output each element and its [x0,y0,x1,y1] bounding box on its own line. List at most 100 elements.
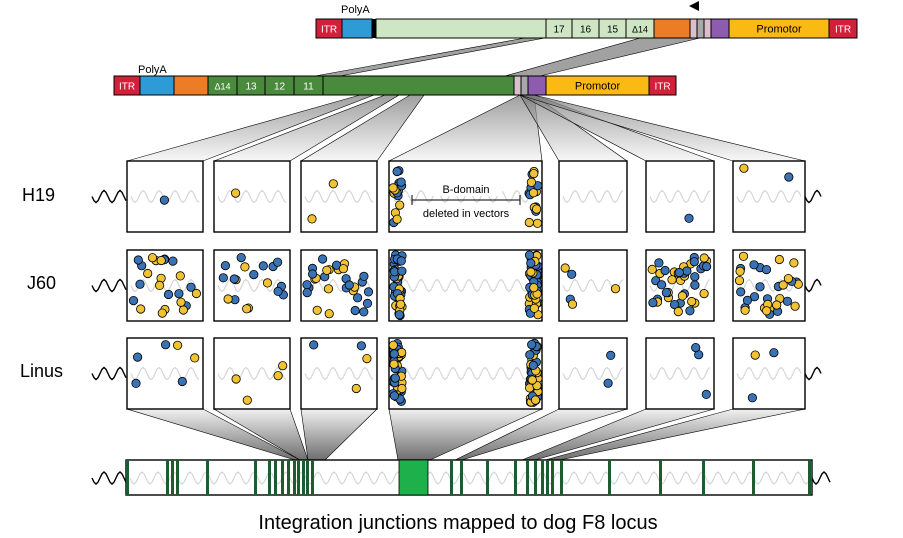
junction-dot [690,272,700,282]
junction-dot [359,271,369,281]
junction-dot [390,373,400,383]
junction-dot [324,309,334,319]
locus-exon [702,460,705,495]
exon-15-top-label: 15 [607,25,619,36]
row-label-h19: H19 [22,185,55,205]
junction-dot [223,294,233,304]
junction-dot [389,391,399,401]
junction-dot [309,340,319,350]
junction-dot [769,348,779,358]
junction-dot [176,297,186,307]
junction-dot [685,306,695,316]
b-domain-label: B-domain [442,184,489,196]
junction-dot [647,264,657,274]
junction-dot [740,305,750,315]
junction-dot [782,296,793,306]
junction-dot [784,172,794,182]
locus-exon [287,460,290,495]
junction-dot [736,287,746,297]
locus-exon [541,460,544,495]
junction-dot [168,256,178,266]
junction-dot [397,383,407,394]
flank-wave-left [91,278,127,293]
intron-wave [304,366,374,381]
junction-dot [157,308,167,318]
vector-to-panel-fans [126,37,806,162]
junction-dot [229,274,239,284]
junction-dot [699,288,709,299]
junction-dot [156,255,166,266]
junction-dot [656,280,667,290]
junction-dot [527,375,537,385]
junction-dot [323,284,334,294]
intron-wave [217,189,287,204]
junction-dot [772,300,782,310]
junction-dot [761,306,772,316]
row-label-j60: J60 [27,273,56,293]
locus-exon [608,460,611,495]
junction-dot [278,361,288,371]
itr-right-bottom-label: ITR [654,82,670,93]
junction-dot [774,254,785,265]
locus-exon [268,460,271,495]
locus-exon [254,460,257,495]
junction-dot [388,183,398,193]
junction-dot [603,378,613,388]
junction-dot [524,217,534,228]
junction-dot [526,267,536,277]
polya-divider-top [372,19,376,38]
panel-to-locus-fans [126,408,806,461]
intron-wave [130,366,200,381]
junction-dot [677,291,688,301]
intron-wave [392,278,538,293]
junction-dot [527,339,537,350]
locus-exon [486,460,489,495]
junction-dot [742,295,753,305]
junction-dot [362,353,372,364]
junction-dot [674,267,684,278]
junction-dot [362,298,373,308]
locus-exon [546,460,549,495]
junction-dot [272,257,283,267]
intron-wave [736,278,802,293]
junction-dot [778,280,788,290]
locus-exon [281,460,284,495]
junction-dot [606,350,616,360]
locus-exon [659,460,662,495]
junction-dot [231,188,241,198]
junction-dot [531,204,542,214]
locus-fan [300,408,378,461]
locus-exon [752,460,755,495]
junction-dot [350,305,360,316]
exon-11-bottom-label: 11 [303,82,314,93]
junction-dot [273,371,283,381]
intron-wave [736,366,802,381]
junction-dot [790,301,800,311]
locus-exon [302,460,305,495]
junction-dot [258,261,268,271]
junction-panel [126,160,204,233]
junction-dot [397,266,407,276]
locus-exon [460,460,463,495]
junction-dot [231,374,241,384]
junction-dot [249,269,259,280]
flank-wave-right [804,189,822,204]
junction-dot [701,389,711,399]
junction-dot [701,261,712,272]
junction-dot [610,284,621,294]
junction-dot [242,304,252,314]
junction-dot [750,350,760,360]
junction-panel [126,337,204,410]
junction-dot [529,283,539,293]
intron-wave [392,366,538,381]
junction-dot [526,258,536,268]
junction-dot [133,255,143,265]
exon-d14-top-label: Δ14 [632,25,648,35]
junction-dot [648,298,658,308]
junction-dot [673,306,683,317]
vector-construct-top: PolyA ITR 17 16 15 Δ14 Promotor ITR [315,1,858,39]
locus-flank-left [91,471,127,485]
junction-dot [177,376,187,387]
polya-label-bottom: PolyA [138,64,167,76]
junction-panel [213,160,291,233]
